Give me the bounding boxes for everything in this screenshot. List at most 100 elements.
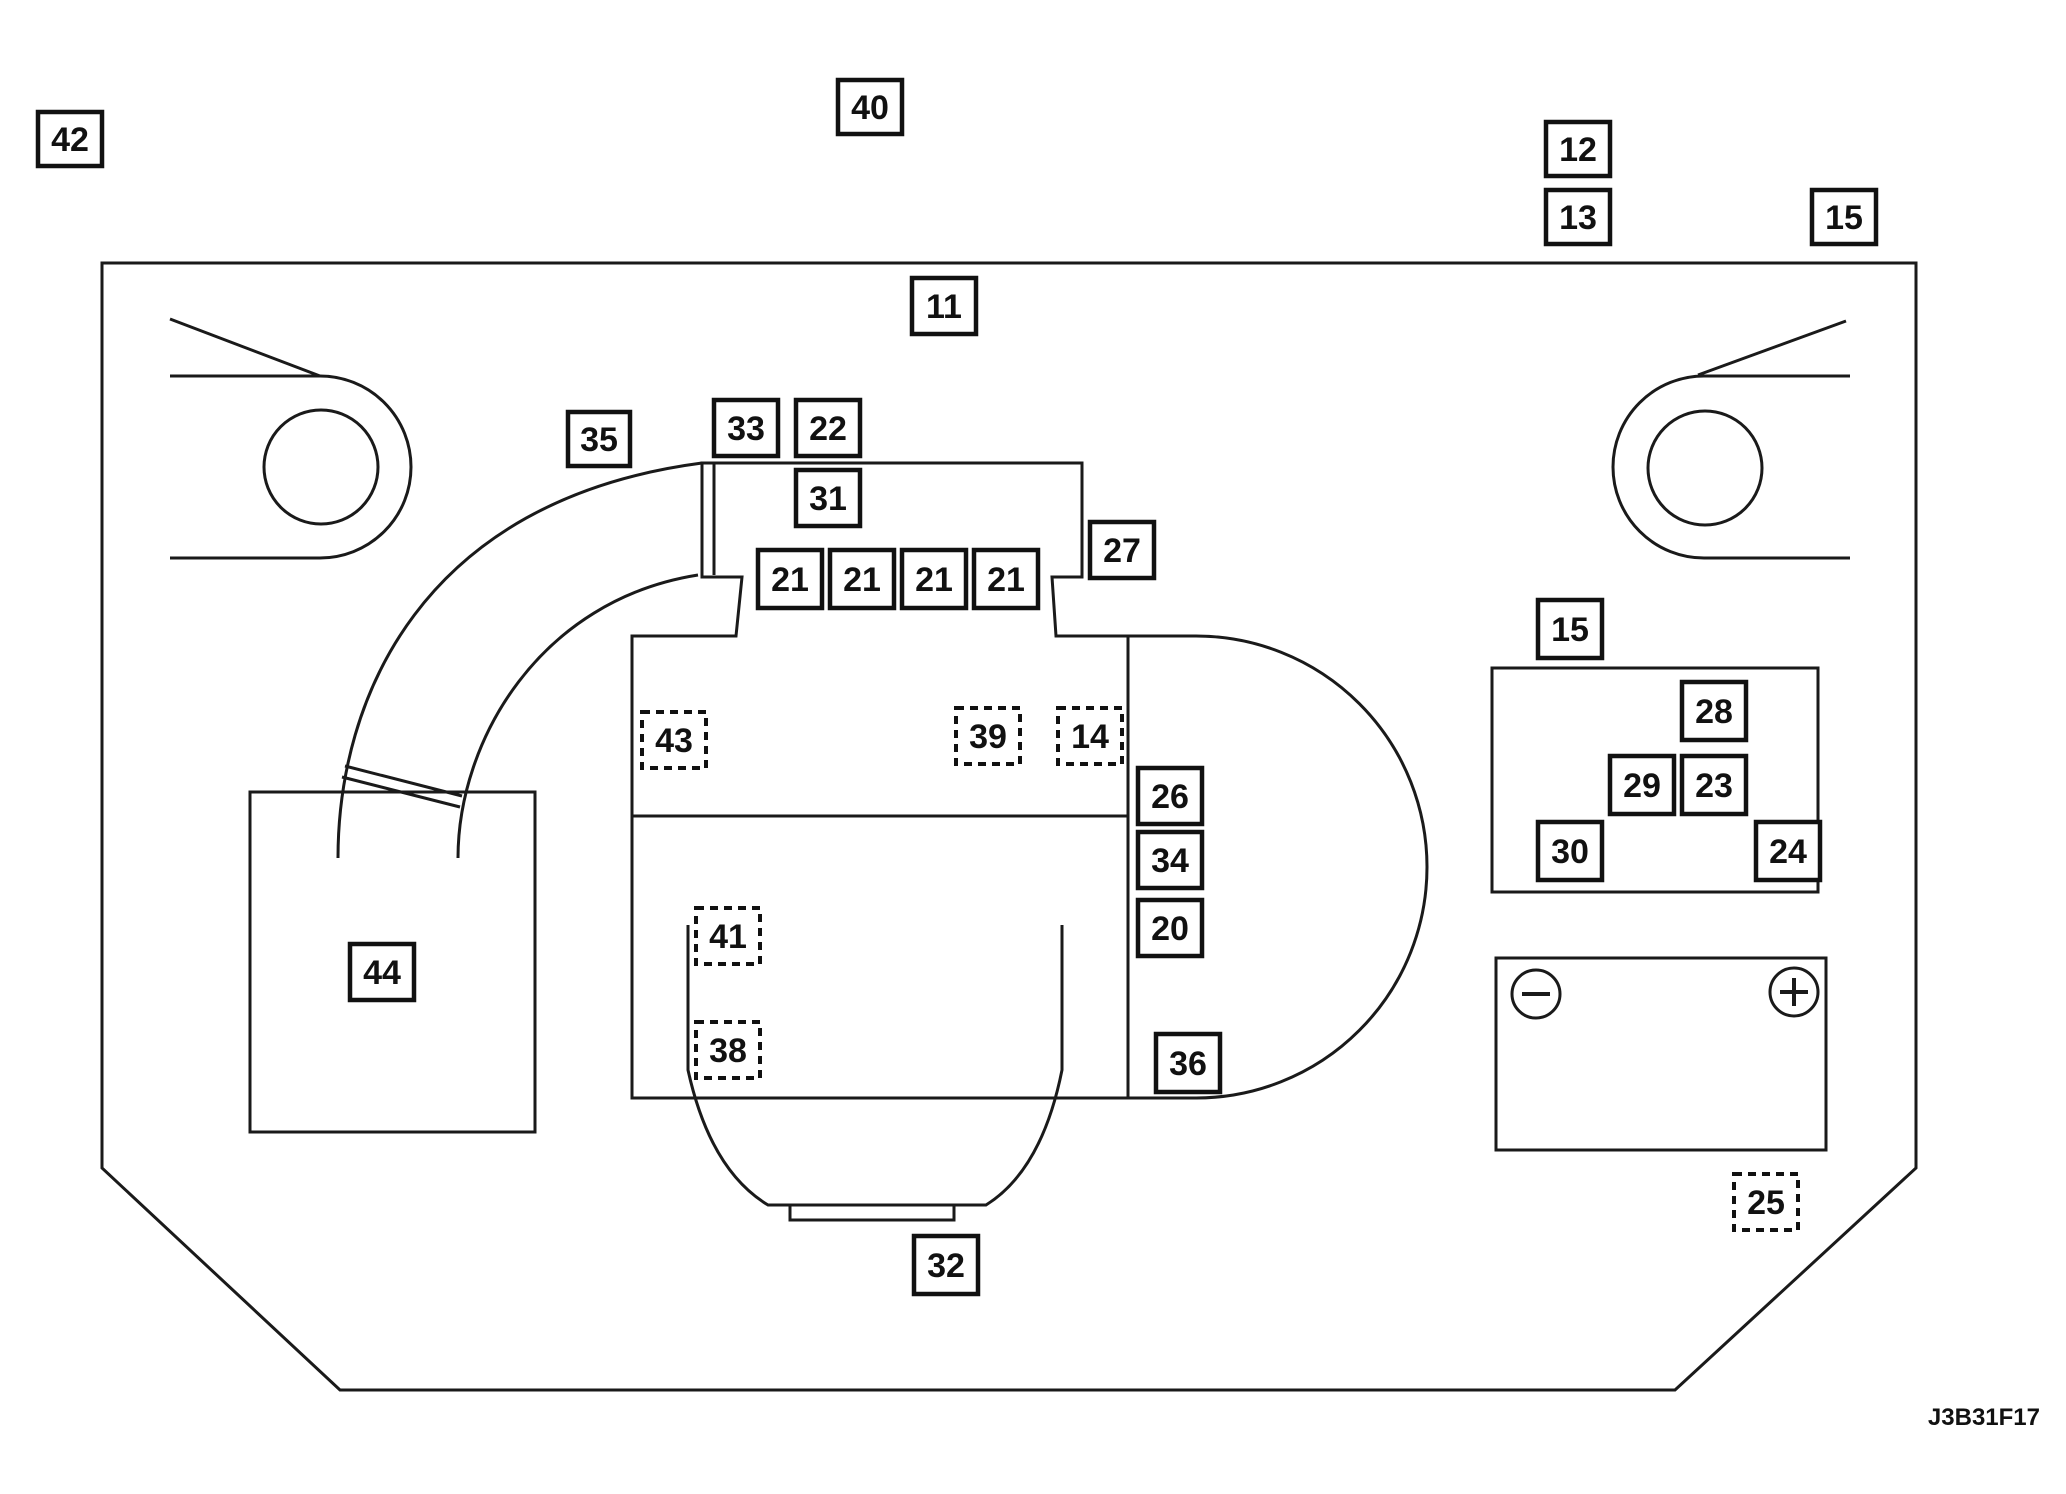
label-box: [1753, 819, 1823, 883]
label-box: [909, 275, 979, 337]
component-label-l31: 31: [793, 467, 863, 529]
component-label-l44: 44: [347, 941, 417, 1003]
intake-duct: [336, 461, 703, 859]
figure-code: J3B31F17: [1928, 1404, 2040, 1431]
component-label-l12: 12: [1543, 119, 1613, 179]
component-label-l33: 33: [711, 397, 781, 459]
label-number: 35: [580, 421, 618, 459]
label-box: [1135, 829, 1205, 891]
compartment-outline: [100, 261, 1918, 1392]
label-box: [694, 1020, 762, 1080]
label-number: 21: [771, 561, 809, 599]
component-label-l25: 25: [1732, 1172, 1800, 1232]
air-cleaner-box: [248, 790, 537, 1134]
label-box: [1087, 519, 1157, 581]
left-mount: [169, 317, 413, 560]
label-number: 25: [1747, 1184, 1785, 1222]
component-label-l28: 28: [1679, 679, 1749, 743]
label-number: 38: [709, 1032, 747, 1070]
right-mount: [1611, 319, 1850, 560]
label-number: 44: [363, 954, 401, 992]
label-number: 43: [655, 722, 693, 760]
label-box: [1135, 897, 1205, 959]
component-label-l21_b: 21: [827, 547, 897, 611]
label-number: 41: [709, 918, 747, 956]
label-box: [1607, 753, 1677, 817]
component-label-l41: 41: [694, 906, 762, 966]
label-box: [1543, 187, 1613, 247]
component-label-l35: 35: [565, 409, 633, 469]
label-box: [1153, 1031, 1223, 1095]
component-labels: 42 40 12 13 15 11 35 33 22 31 27 21 21 21 21 43 39 14 26 34…: [35, 77, 1879, 1297]
label-number: 15: [1551, 611, 1589, 649]
label-box: [1679, 679, 1749, 743]
label-number: 39: [969, 718, 1007, 756]
label-box: [971, 547, 1041, 611]
label-box: [1056, 706, 1124, 766]
label-box: [711, 397, 781, 459]
label-box: [1535, 597, 1605, 661]
component-label-l22: 22: [793, 397, 863, 459]
component-label-l30: 30: [1535, 819, 1605, 883]
label-box: [835, 77, 905, 137]
label-box: [565, 409, 633, 469]
label-box: [1535, 819, 1605, 883]
label-number: 21: [915, 561, 953, 599]
label-box: [793, 397, 863, 459]
component-label-l40: 40: [835, 77, 905, 137]
label-number: 15: [1825, 199, 1863, 237]
label-number: 33: [727, 410, 765, 448]
component-label-l15_top: 15: [1809, 187, 1879, 247]
label-number: 12: [1559, 131, 1597, 169]
component-label-l42: 42: [35, 109, 105, 169]
label-box: [347, 941, 417, 1003]
label-number: 34: [1151, 842, 1189, 880]
component-label-l34: 34: [1135, 829, 1205, 891]
label-box: [1543, 119, 1613, 179]
component-label-l21_a: 21: [755, 547, 825, 611]
battery: [1494, 956, 1828, 1152]
oil-pan: [686, 925, 1064, 1222]
label-number: 14: [1071, 718, 1109, 756]
label-box: [1679, 753, 1749, 817]
label-box: [954, 706, 1022, 766]
label-number: 11: [926, 288, 962, 326]
label-number: 21: [987, 561, 1025, 599]
label-box: [1809, 187, 1879, 247]
component-label-l29: 29: [1607, 753, 1677, 817]
component-label-l32: 32: [911, 1233, 981, 1297]
component-label-l15_right: 15: [1535, 597, 1605, 661]
label-number: 29: [1623, 767, 1661, 805]
component-label-l14: 14: [1056, 706, 1124, 766]
label-number: 30: [1551, 833, 1589, 871]
label-number: 36: [1169, 1045, 1207, 1083]
component-label-l21_d: 21: [971, 547, 1041, 611]
component-label-l39: 39: [954, 706, 1022, 766]
plus-icon: [1768, 966, 1820, 1018]
label-number: 40: [851, 89, 889, 127]
component-label-l13: 13: [1543, 187, 1613, 247]
label-box: [827, 547, 897, 611]
label-box: [1135, 765, 1205, 827]
label-box: [911, 1233, 981, 1297]
label-box: [35, 109, 105, 169]
minus-icon: [1510, 968, 1562, 1020]
component-label-l11: 11: [909, 275, 979, 337]
label-number: 28: [1695, 693, 1733, 731]
label-number: 22: [809, 410, 847, 448]
label-number: 20: [1151, 910, 1189, 948]
component-label-l24: 24: [1753, 819, 1823, 883]
label-number: 21: [843, 561, 881, 599]
component-label-l21_c: 21: [899, 547, 969, 611]
label-box: [793, 467, 863, 529]
label-number: 31: [809, 480, 847, 518]
label-box: [899, 547, 969, 611]
label-box: [640, 710, 708, 770]
component-label-l26: 26: [1135, 765, 1205, 827]
label-number: 32: [927, 1247, 965, 1285]
label-box: [1732, 1172, 1800, 1232]
component-label-l27: 27: [1087, 519, 1157, 581]
label-number: 26: [1151, 778, 1189, 816]
label-number: 42: [51, 121, 89, 159]
label-number: 23: [1695, 767, 1733, 805]
